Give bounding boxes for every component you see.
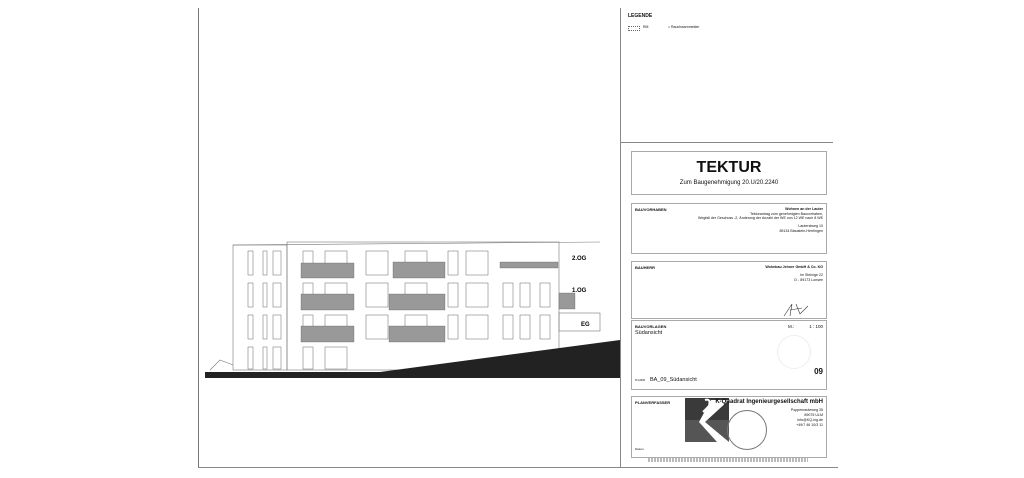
project-name: Wohnen an der Lauter: [785, 207, 823, 211]
footer-fineprint: [648, 458, 808, 462]
window: [519, 282, 531, 308]
title-block-divider: [620, 142, 833, 143]
title-block-border: [620, 8, 834, 468]
planverfasser-box: PLANVERFASSER Datum K-Quadrat Ingenieurg…: [631, 396, 827, 458]
sheet-bottom-border: [198, 467, 838, 468]
plan-label: PLANNR: [635, 379, 646, 382]
legend-title: LEGENDE: [628, 13, 653, 19]
window: [502, 314, 514, 340]
level-label-2og: 2.OG: [572, 256, 587, 262]
engineer-stamp: [727, 410, 767, 450]
south-elevation-drawing: 2.OG 1.OG EG: [205, 241, 620, 378]
project-line1: Tekturantrag zum genehmigten Bauvorhaben…: [750, 212, 823, 216]
window: [247, 314, 254, 340]
sheet-left-border: [198, 8, 199, 468]
window: [539, 314, 551, 340]
window: [262, 250, 268, 276]
signature: [783, 303, 809, 317]
window: [465, 250, 489, 276]
company-name: K-Quadrat Ingenieurgesellschaft mbH: [715, 399, 823, 405]
window: [302, 346, 314, 370]
project-street: Lauterstweg 10: [798, 224, 823, 228]
window: [519, 314, 531, 340]
window: [247, 250, 254, 276]
scale-label: M.:: [788, 324, 795, 329]
company-logo: [685, 398, 729, 442]
balcony-railing: [300, 293, 355, 311]
balcony-railing: [558, 292, 576, 310]
bauvorhaben-box: BAUVORHABEN Wohnen an der Lauter Tektura…: [631, 203, 827, 254]
window: [262, 314, 268, 340]
window: [365, 314, 389, 340]
legend-symbol: [628, 26, 640, 31]
window: [447, 250, 459, 276]
window: [465, 282, 489, 308]
level-label-eg: EG: [581, 322, 590, 328]
balcony-railing: [388, 325, 446, 343]
window: [539, 282, 551, 308]
legend-code: RM: [643, 25, 649, 29]
project-city: 89134 Blaustein-Herrlingen: [779, 229, 823, 233]
bauvorlagen-box: BAUVORLAGEN Südansicht M.: 1 : 100 09 PL…: [631, 320, 827, 390]
balcony-railing: [300, 262, 355, 279]
window: [262, 282, 268, 308]
plan-name: BA_09_Südansicht: [650, 377, 697, 383]
balcony-railing: [300, 325, 355, 343]
bauherr-city: D - 89173 Lonsee: [794, 278, 823, 282]
window: [272, 282, 282, 308]
bauherr-street: Im Steinige 22: [800, 273, 823, 277]
bauvorhaben-label: BAUVORHABEN: [635, 207, 667, 212]
page-title: TEKTUR: [696, 159, 762, 176]
bauherr-name: Wohnbau Jehner GmbH & Co. KG: [765, 265, 823, 269]
sheet-number: 09: [814, 367, 823, 376]
page-subtitle: Zum Baugenehmigung 20.U/20.2240: [679, 180, 779, 186]
terrain-section: [205, 340, 620, 378]
view-name: Südansicht: [635, 330, 663, 336]
window: [324, 346, 348, 370]
window: [262, 346, 268, 370]
window: [272, 314, 282, 340]
scale-value: 1 : 100: [809, 324, 823, 329]
window: [365, 250, 389, 276]
window: [247, 346, 254, 370]
project-line2: Wegfall der Geschoss -2, Änderung der An…: [698, 216, 823, 220]
window: [272, 250, 282, 276]
window: [365, 282, 389, 308]
bauherr-label: BAUHERR: [635, 265, 655, 270]
legend-text: = Rauchwarnmelder: [668, 25, 700, 29]
company-city: 89075 ULM: [804, 413, 823, 417]
balcony-railing: [388, 293, 446, 311]
date-label: Datum: [635, 447, 644, 451]
window: [465, 314, 489, 340]
level-label-1og: 1.OG: [572, 288, 587, 294]
company-email: info@KQ-ing.de: [797, 418, 823, 422]
balcony-railing: [499, 261, 559, 269]
planverfasser-label: PLANVERFASSER: [635, 400, 671, 405]
window: [447, 314, 459, 340]
window: [247, 282, 254, 308]
company-street: Poppenrauteweg 35: [790, 408, 823, 412]
company-phone: +49/7 46 10/3 11: [796, 423, 823, 427]
window: [447, 282, 459, 308]
stamp-faint: [777, 335, 811, 369]
bauvorlagen-label: BAUVORLAGEN: [635, 324, 667, 329]
bauherr-box: BAUHERR Wohnbau Jehner GmbH & Co. KG Im …: [631, 261, 827, 319]
tektur-box: TEKTUR Zum Baugenehmigung 20.U/20.2240: [631, 151, 827, 195]
balcony-railing: [392, 261, 446, 279]
window: [502, 282, 514, 308]
window: [272, 346, 282, 370]
